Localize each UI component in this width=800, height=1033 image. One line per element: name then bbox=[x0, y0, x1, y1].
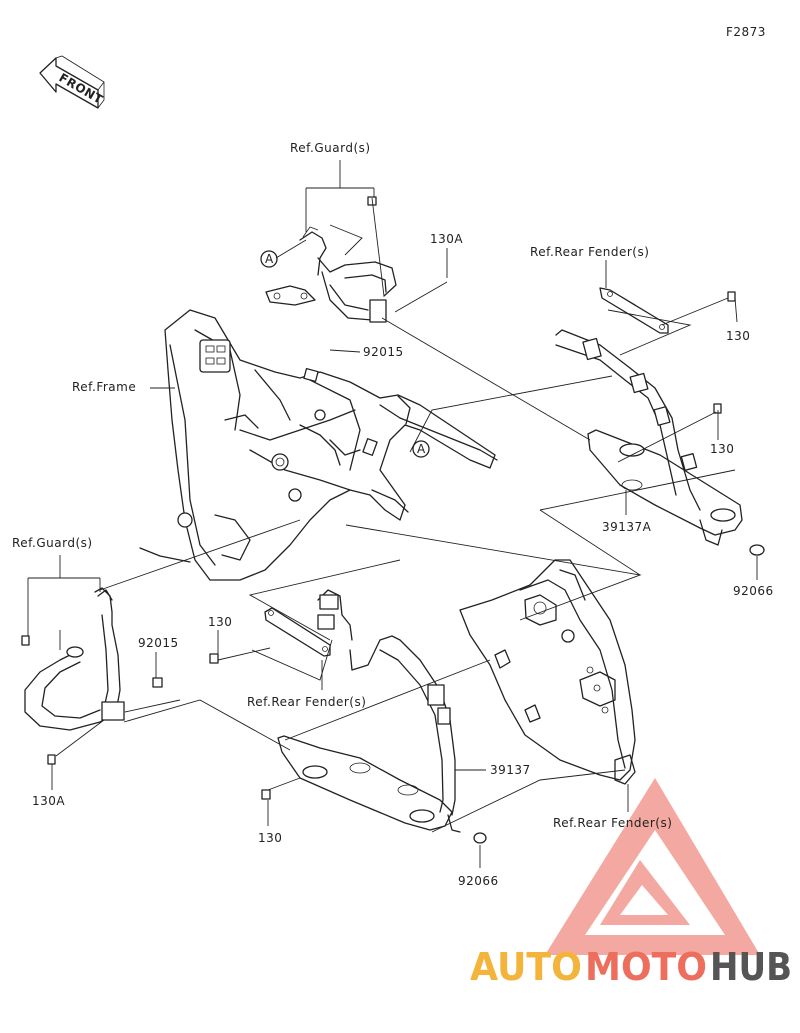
callout-text: A bbox=[265, 252, 274, 266]
label-ref-rear-fender-top: Ref.Rear Fender(s) bbox=[530, 245, 649, 259]
label-130-right-mid: 130 bbox=[710, 442, 734, 456]
label-39137a: 39137A bbox=[602, 520, 652, 534]
label-ref-rear-fender-bottom: Ref.Rear Fender(s) bbox=[553, 816, 672, 830]
figure-code: F2873 bbox=[726, 25, 766, 39]
guard-top-drawing bbox=[265, 196, 397, 323]
callout-text: A bbox=[417, 442, 426, 456]
label-92015-left: 92015 bbox=[138, 636, 179, 650]
marker-a-top: A bbox=[260, 250, 278, 268]
label-130-bottom: 130 bbox=[258, 831, 282, 845]
watermark-text: AUTO MOTO HUB bbox=[470, 945, 792, 989]
leader-lines bbox=[27, 160, 758, 868]
label-ref-frame: Ref.Frame bbox=[72, 380, 136, 394]
label-ref-guard-left: Ref.Guard(s) bbox=[12, 536, 93, 550]
stand-39137-drawing bbox=[209, 589, 487, 844]
rear-fender-drawing bbox=[459, 559, 636, 785]
callout-text: MOTO bbox=[585, 945, 707, 989]
label-92066-bottom: 92066 bbox=[458, 874, 499, 888]
frame-drawing bbox=[139, 309, 498, 581]
stand-39137a-drawing bbox=[555, 287, 765, 556]
label-92066-right: 92066 bbox=[733, 584, 774, 598]
label-ref-guard-top: Ref.Guard(s) bbox=[290, 141, 371, 155]
label-130a-left: 130A bbox=[32, 794, 65, 808]
front-arrow-icon: FRONT bbox=[39, 55, 106, 109]
label-130-right-top: 130 bbox=[726, 329, 750, 343]
guard-left-drawing bbox=[21, 587, 163, 765]
label-39137: 39137 bbox=[490, 763, 531, 777]
label-130a-top: 130A bbox=[430, 232, 463, 246]
label-130-left-mid: 130 bbox=[208, 615, 232, 629]
label-92015-top: 92015 bbox=[363, 345, 404, 359]
marker-a-mid: A bbox=[412, 440, 430, 458]
label-ref-rear-fender-mid: Ref.Rear Fender(s) bbox=[247, 695, 366, 709]
callout-text: AUTO bbox=[470, 945, 582, 989]
watermark-logo bbox=[545, 778, 760, 955]
callout-text: HUB bbox=[710, 945, 792, 989]
